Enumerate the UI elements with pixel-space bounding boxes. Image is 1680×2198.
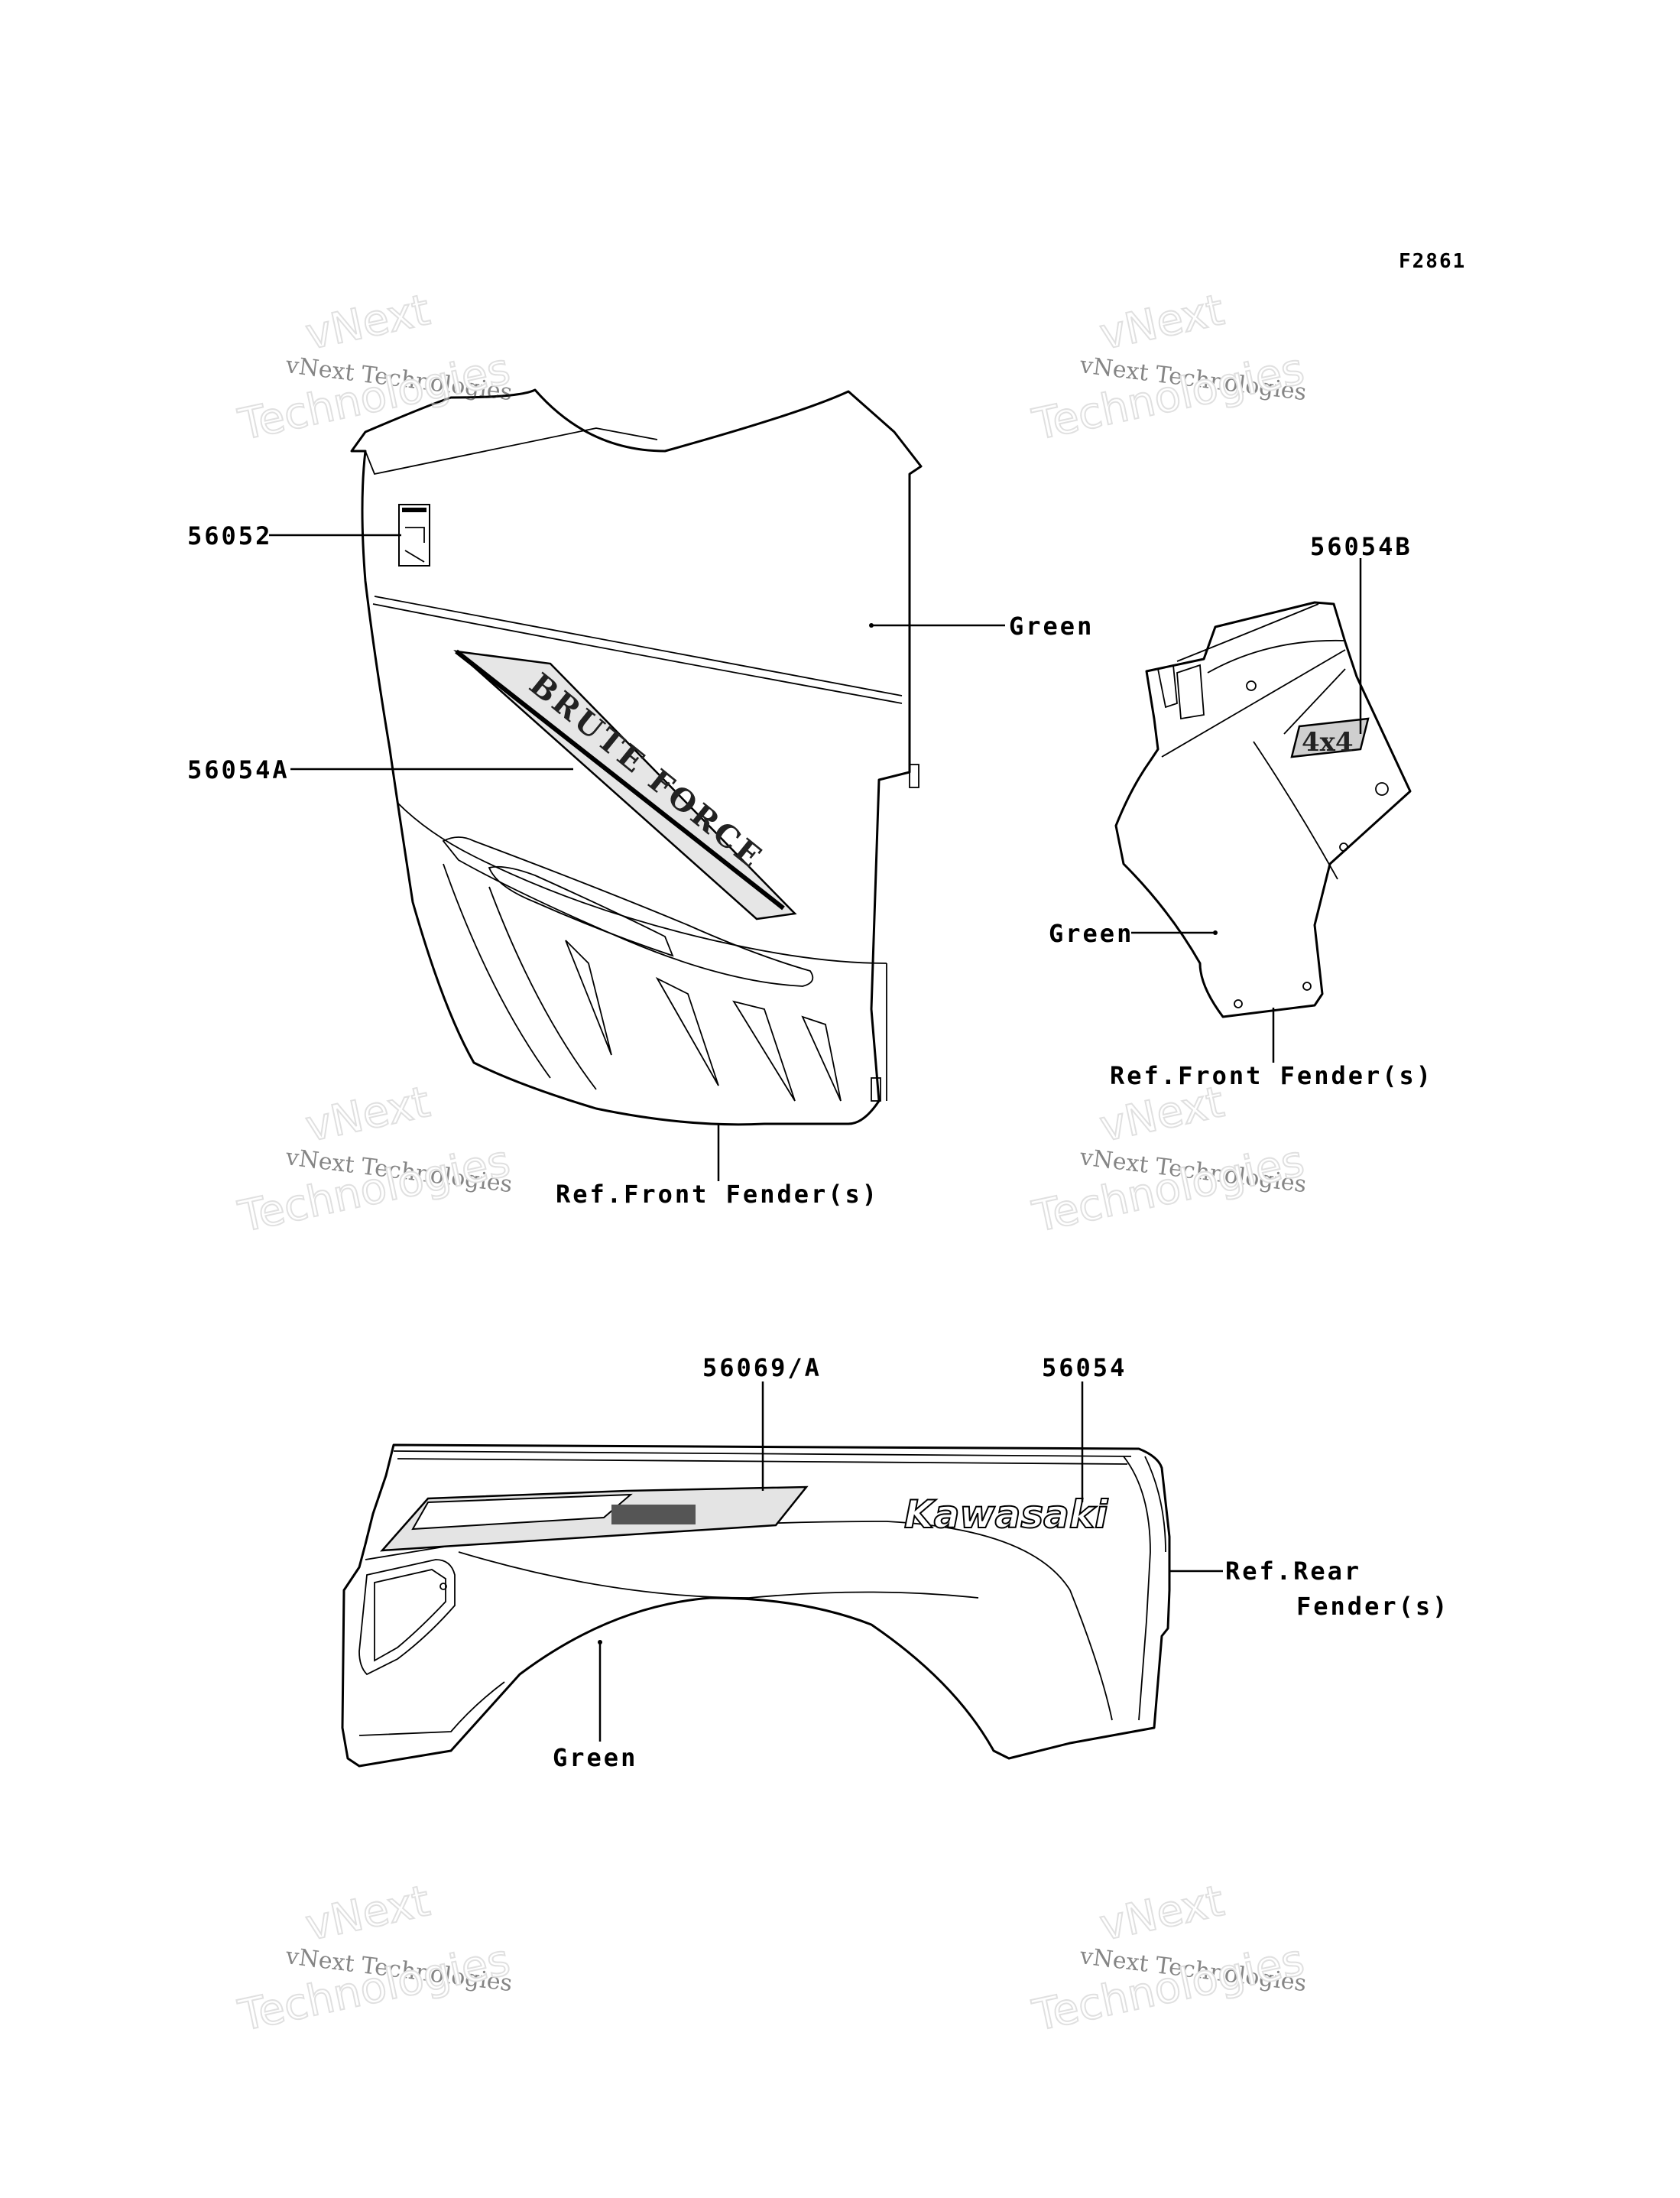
decal-56069A bbox=[380, 1485, 809, 1552]
note-ref-front-fender-left: Ref.Front Fender(s) bbox=[556, 1180, 879, 1209]
svg-text:Technologies: Technologies bbox=[1028, 344, 1308, 450]
svg-text:Technologies: Technologies bbox=[234, 1136, 514, 1242]
figure-id: F2861 bbox=[1399, 250, 1466, 273]
decal-56054B: 4x4 bbox=[1290, 717, 1370, 758]
callout-56054B: 56054B bbox=[1310, 532, 1412, 561]
callout-56054A: 56054A bbox=[187, 755, 290, 784]
svg-text:Technologies: Technologies bbox=[1028, 1935, 1308, 2041]
decal-4x4-text: 4x4 bbox=[1302, 727, 1354, 758]
watermark-6: vNext vNext Technologies Technologies bbox=[1027, 1875, 1309, 2042]
decal-56054-kawasaki-logo: Kawasaki bbox=[903, 1492, 1109, 1537]
svg-text:Technologies: Technologies bbox=[1028, 1136, 1308, 1242]
front-fender-right bbox=[1114, 601, 1412, 1018]
svg-text:vNext: vNext bbox=[1095, 285, 1228, 360]
svg-text:vNext: vNext bbox=[1095, 1876, 1228, 1951]
note-green-left: Green bbox=[1009, 612, 1094, 641]
callout-56052: 56052 bbox=[187, 521, 272, 550]
note-green-rear: Green bbox=[553, 1743, 637, 1772]
svg-text:vNext: vNext bbox=[301, 1876, 434, 1951]
watermark-5: vNext vNext Technologies Technologies bbox=[233, 1875, 514, 2042]
svg-text:vNext: vNext bbox=[301, 285, 434, 360]
kawasaki-logo-text: Kawasaki bbox=[904, 1492, 1108, 1537]
note-green-right: Green bbox=[1049, 919, 1134, 948]
svg-text:vNext: vNext bbox=[301, 1077, 434, 1152]
note-ref-front-fender-right: Ref.Front Fender(s) bbox=[1110, 1061, 1433, 1090]
callout-56069A: 56069/A bbox=[702, 1353, 822, 1382]
watermark-2: vNext vNext Technologies Technologies bbox=[1027, 284, 1309, 451]
callout-56054: 56054 bbox=[1042, 1353, 1127, 1382]
decal-56052 bbox=[398, 504, 430, 567]
svg-text:Technologies: Technologies bbox=[234, 1935, 514, 2041]
watermark-4: vNext vNext Technologies Technologies bbox=[1027, 1076, 1309, 1243]
watermark-3: vNext vNext Technologies Technologies bbox=[233, 1076, 514, 1243]
note-ref-rear-line2: Fender(s) bbox=[1296, 1592, 1449, 1621]
note-ref-rear-line1: Ref.Rear bbox=[1225, 1557, 1361, 1586]
